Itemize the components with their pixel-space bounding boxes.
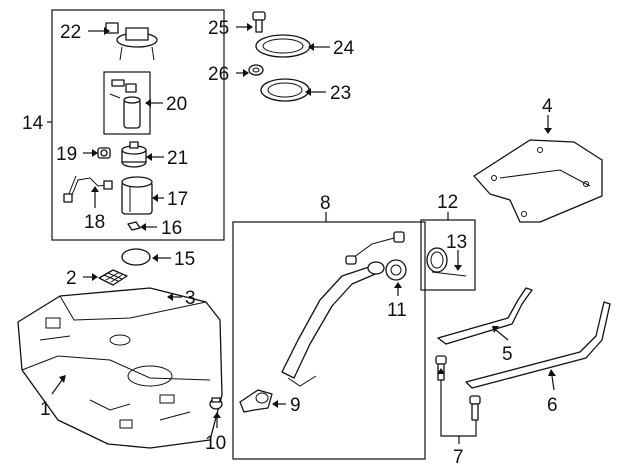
callout-12: 12 bbox=[437, 192, 458, 213]
callout-15: 15 bbox=[174, 249, 195, 270]
tank-strap-front bbox=[437, 287, 533, 345]
fuel-pump-assembly-group-box bbox=[51, 9, 225, 241]
callout-21: 21 bbox=[167, 148, 188, 169]
callout-6: 6 bbox=[547, 395, 558, 416]
seal-ring bbox=[121, 248, 151, 266]
lock-ring bbox=[255, 34, 311, 58]
callout-4: 4 bbox=[542, 96, 553, 117]
callout-25: 25 bbox=[208, 18, 229, 39]
callout-5: 5 bbox=[502, 344, 513, 365]
callout-20: 20 bbox=[166, 94, 187, 115]
fuel-gauge-sender bbox=[63, 175, 113, 203]
callout-23: 23 bbox=[330, 83, 351, 104]
callout-19: 19 bbox=[56, 144, 77, 165]
callout-3: 3 bbox=[185, 288, 196, 309]
callout-24: 24 bbox=[333, 38, 355, 59]
fuel-door-spring bbox=[431, 271, 467, 277]
strap-bolt-right bbox=[469, 395, 481, 421]
callout-11: 11 bbox=[387, 300, 407, 321]
callout-10: 10 bbox=[205, 433, 226, 454]
gasket bbox=[260, 78, 310, 102]
nut bbox=[248, 64, 264, 76]
callout-18: 18 bbox=[84, 212, 105, 233]
fuel-pump-module-top bbox=[116, 27, 158, 61]
pressure-regulator bbox=[97, 147, 111, 159]
filler-hose bbox=[239, 389, 273, 413]
callout-1: 1 bbox=[40, 399, 51, 420]
callout-13: 13 bbox=[446, 232, 467, 253]
callout-2: 2 bbox=[66, 268, 77, 289]
callout-22: 22 bbox=[60, 22, 81, 43]
heat-shield bbox=[473, 139, 603, 223]
grid-pad bbox=[98, 269, 128, 286]
leader-lines bbox=[47, 23, 556, 444]
callout-8: 8 bbox=[320, 193, 331, 214]
bolt bbox=[252, 11, 266, 33]
clip bbox=[127, 221, 141, 231]
callout-26: 26 bbox=[208, 64, 229, 85]
callout-17: 17 bbox=[167, 189, 188, 210]
filler-pipe-group-box bbox=[232, 221, 426, 460]
fuel-door bbox=[426, 247, 448, 273]
callout-14: 14 bbox=[22, 113, 44, 134]
callout-9: 9 bbox=[290, 395, 301, 416]
fuel-pump bbox=[109, 79, 141, 129]
callout-16: 16 bbox=[161, 218, 182, 239]
filler-cap-assembly bbox=[385, 259, 407, 281]
fuel-filter-canister bbox=[121, 176, 153, 215]
fuel-filter-cap bbox=[121, 141, 147, 168]
tank-strap-rear bbox=[465, 301, 611, 389]
hose-clamp bbox=[209, 397, 223, 410]
fuel-tank bbox=[17, 287, 223, 449]
filler-pipe bbox=[281, 231, 405, 387]
fuel-pump-connector bbox=[105, 22, 119, 34]
callout-7: 7 bbox=[453, 447, 464, 468]
